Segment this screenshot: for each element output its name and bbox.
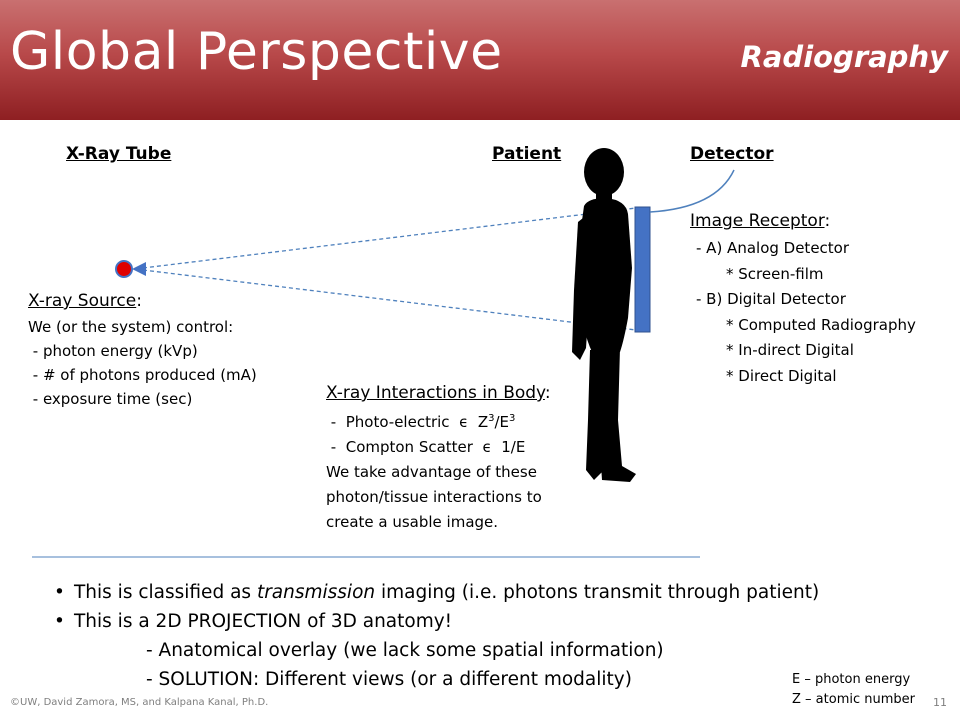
human-silhouette-icon: [572, 148, 636, 482]
interactions-line: create a usable image.: [326, 513, 499, 531]
source-heading: X-ray Source:: [28, 291, 142, 311]
receptor-heading: Image Receptor:: [690, 211, 831, 231]
receptor-line: - B) Digital Detector: [696, 290, 846, 308]
source-block: X-ray Source: We (or the system) control…: [28, 290, 257, 411]
detector-plate: [634, 206, 651, 333]
slide-subtitle: Radiography: [740, 40, 948, 74]
source-line: - photon energy (kVp): [28, 342, 198, 360]
label-x-ray-tube: X-Ray Tube: [66, 144, 172, 164]
interactions-line: photon/tissue interactions to: [326, 488, 542, 506]
interactions-line: We take advantage of these: [326, 463, 537, 481]
source-line: - # of photons produced (mA): [28, 366, 257, 384]
legend: E – photon energy Z – atomic number: [792, 670, 915, 710]
x-ray-source-icon: [115, 260, 146, 278]
source-line: We (or the system) control:: [28, 318, 234, 336]
sub-bullet-solution: - SOLUTION: Different views (or a differ…: [146, 669, 632, 690]
label-patient: Patient: [492, 144, 562, 164]
sub-bullet-overlay: - Anatomical overlay (we lack some spati…: [146, 640, 664, 661]
label-detector: Detector: [690, 144, 774, 164]
slide-header: Global Perspective Radiography: [0, 0, 960, 120]
interactions-block: X-ray Interactions in Body: - Photo-elec…: [326, 382, 551, 535]
summary-bullets: This is classified as transmission imagi…: [54, 578, 819, 694]
source-line: - exposure time (sec): [28, 390, 193, 408]
bullet-projection: This is a 2D PROJECTION of 3D anatomy!: [54, 607, 819, 636]
receptor-line: * In-direct Digital: [726, 341, 854, 359]
receptor-line: * Computed Radiography: [726, 315, 916, 334]
legend-energy: E – photon energy: [792, 672, 911, 687]
page-number: 11: [933, 696, 947, 709]
detector-connector: [649, 169, 735, 213]
receptor-line: * Direct Digital: [726, 366, 837, 385]
ray-top: [142, 207, 637, 269]
interactions-heading: X-ray Interactions in Body:: [326, 383, 551, 403]
photoelectric-line: - Photo-electric ϵ Z3/E3: [326, 413, 516, 431]
ray-bottom: [142, 269, 637, 331]
legend-atomic-number: Z – atomic number: [792, 692, 915, 707]
bullet-transmission: This is classified as transmission imagi…: [54, 578, 819, 607]
footer-copyright: ©UW, David Zamora, MS, and Kalpana Kanal…: [10, 697, 269, 708]
compton-line: - Compton Scatter ϵ 1/E: [326, 438, 526, 456]
slide-title: Global Perspective: [10, 22, 503, 82]
receptor-line: - A) Analog Detector: [696, 239, 850, 257]
receptor-block: Image Receptor: - A) Analog Detector * S…: [690, 209, 916, 389]
receptor-line: * Screen-film: [726, 264, 824, 283]
